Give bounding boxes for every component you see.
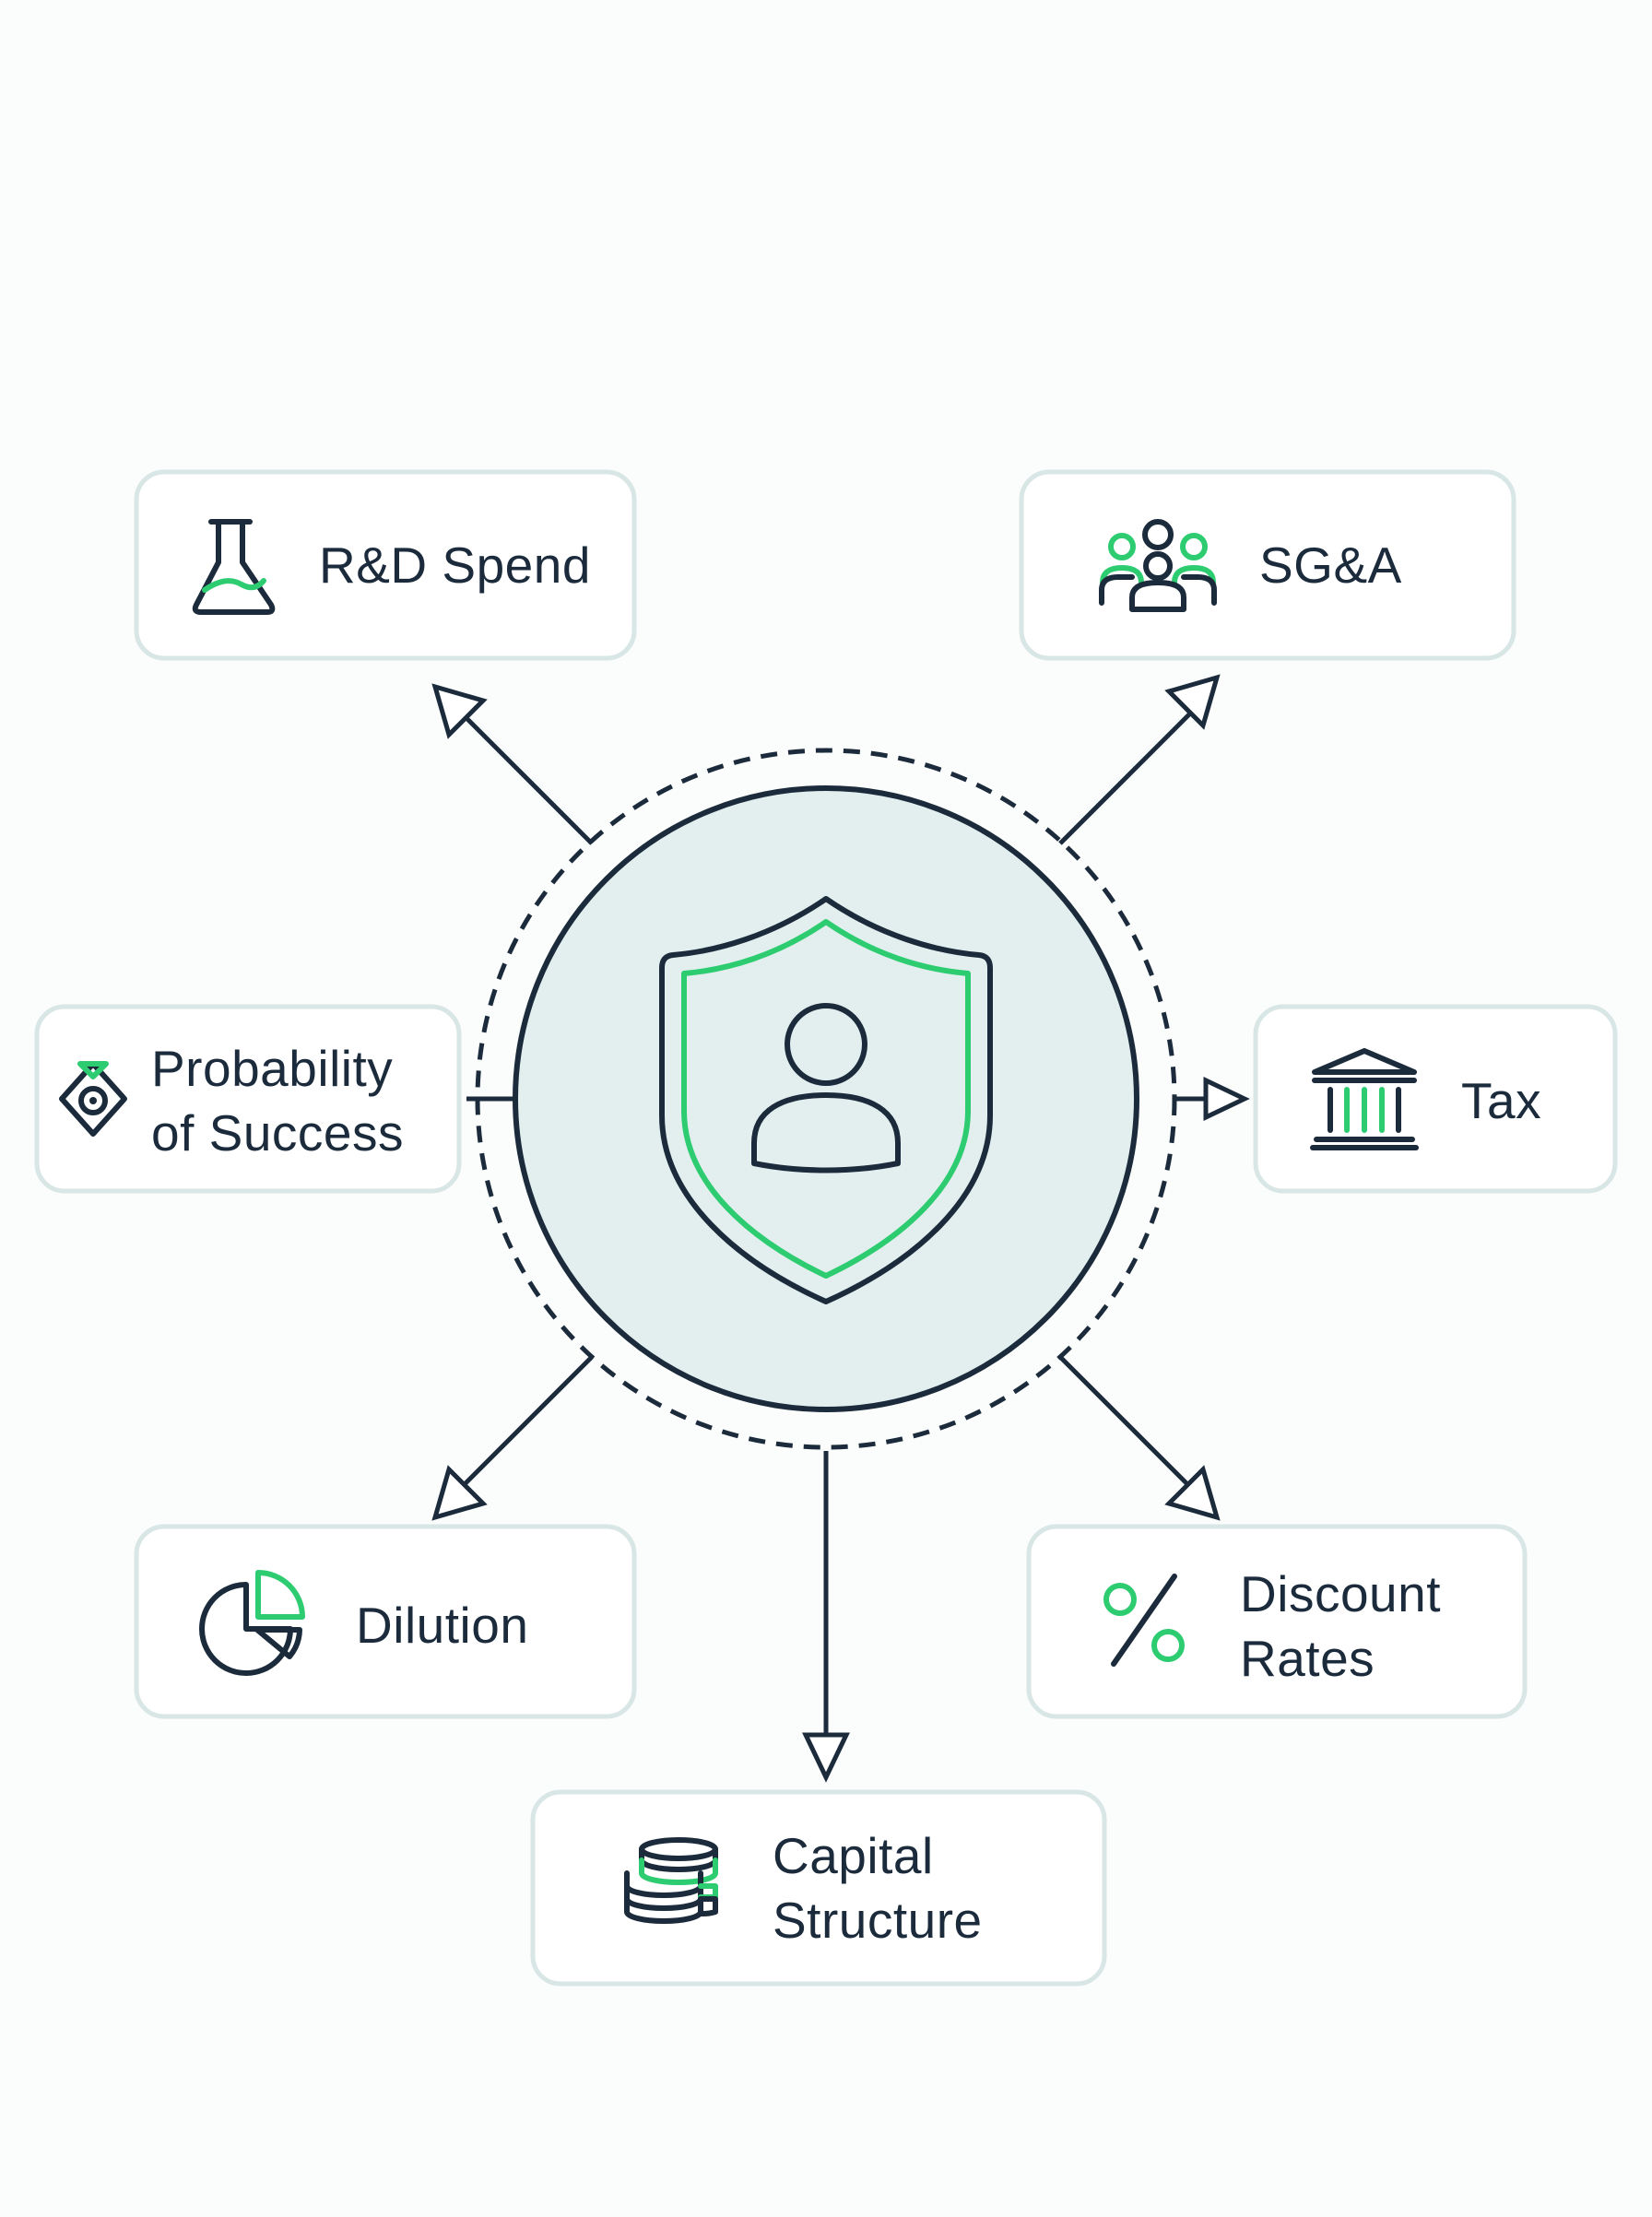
arrowhead-dilution [431,1465,488,1521]
node-capital-structure: Capital Structure [530,1789,1107,1987]
arrowhead-discount-rates [1164,1465,1221,1521]
node-probability-label: Probability of Success [151,1040,407,1162]
bank-building-icon [1310,1048,1419,1150]
arrowhead-tax [1203,1077,1250,1121]
user-head-icon [785,1003,867,1086]
team-icon [1099,519,1217,612]
pie-chart-icon [199,1570,305,1676]
center-circle [513,785,1139,1412]
coin-stack-icon [624,1837,718,1924]
percent-icon [1103,1574,1185,1667]
node-capital-structure-label: Capital Structure [773,1827,983,1949]
node-dilution: Dilution [134,1524,637,1719]
flask-icon [192,519,276,615]
node-tax-label: Tax [1461,1072,1541,1129]
node-rd-spend: R&D Spend [134,469,637,661]
node-sga-label: SG&A [1259,537,1402,594]
arrowhead-capital-structure [802,1732,850,1783]
connector-sga [1058,702,1202,845]
node-tax: Tax [1253,1004,1618,1194]
target-diamond-icon [59,1061,127,1137]
user-body-icon [751,1092,901,1173]
dashed-orbit-ring [475,748,1177,1450]
connectors [431,674,1250,1783]
arrowhead-rd-spend [431,683,488,739]
node-dilution-label: Dilution [356,1597,528,1654]
node-tax-box [1253,1004,1618,1194]
node-discount-rates: Discount Rates [1026,1524,1528,1719]
node-probability-box [34,1004,462,1194]
connector-dilution [450,1355,594,1499]
node-sga: SG&A [1019,469,1516,661]
node-rd-spend-label: R&D Spend [319,537,591,594]
node-capital-structure-box [530,1789,1107,1987]
connector-discount-rates [1058,1355,1202,1499]
center-hub [475,748,1177,1450]
connector-rd-spend [450,702,594,845]
arrowhead-sga [1164,674,1221,730]
node-discount-rates-label: Discount Rates [1240,1565,1456,1687]
node-discount-rates-box [1026,1524,1528,1719]
node-probability: Probability of Success [34,1004,462,1194]
shield-user-icon [659,896,993,1304]
